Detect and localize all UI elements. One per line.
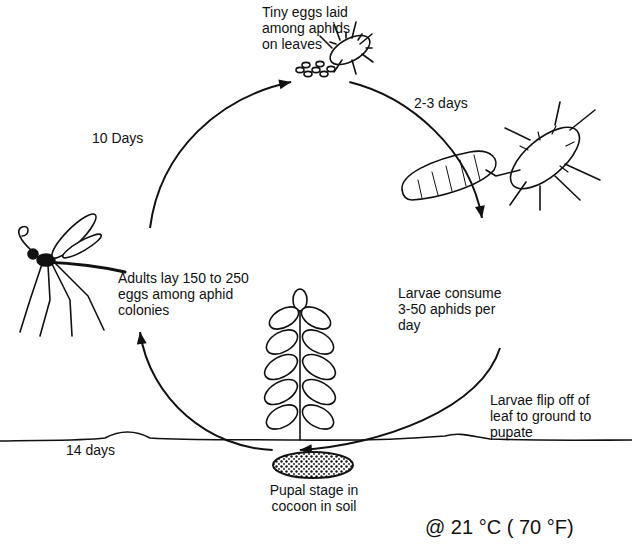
duration-label: 14 days — [66, 442, 146, 458]
plant-leaf — [260, 349, 301, 384]
arrow-head — [278, 80, 291, 90]
midge-abdomen — [45, 262, 125, 272]
prey-aphid-spikes — [520, 126, 574, 172]
midge-leg — [55, 263, 104, 330]
midge-leg — [40, 265, 50, 336]
plant-leaf — [298, 374, 339, 409]
arrow-curve — [300, 348, 500, 450]
arrow-head — [475, 205, 485, 218]
stage-node: Larvae consume 3-50 aphids per day — [395, 218, 545, 348]
plant-leaf — [262, 325, 301, 359]
arrow-curve — [140, 332, 273, 450]
temperature-note: @ 21 °C ( 70 °F) — [425, 515, 574, 539]
midge-leg — [52, 264, 72, 336]
cycle-arrow — [300, 348, 500, 454]
plant-leaf — [298, 325, 337, 359]
plant-leaf — [298, 349, 339, 384]
midge-leg — [20, 264, 42, 332]
arrow-curve — [150, 82, 291, 228]
egg — [316, 61, 324, 66]
cycle-arrow — [150, 80, 291, 228]
duration-label: 10 Days — [92, 130, 172, 146]
prey-aphid-legs — [486, 102, 600, 210]
midge-antenna — [19, 227, 31, 250]
plant-leaf — [260, 374, 301, 409]
cocoon-outline — [273, 452, 353, 478]
duration-label: Larvae flip off of leaf to ground to pup… — [490, 392, 614, 440]
egg — [304, 71, 312, 76]
stage-caption: Tiny eggs laid among aphids on leaves — [262, 4, 362, 52]
egg — [296, 67, 304, 72]
stage-caption: Larvae consume 3-50 aphids per day — [398, 285, 504, 333]
stage-node: Adults lay 150 to 250 eggs among aphid c… — [15, 228, 265, 332]
ground-line — [0, 432, 632, 441]
midge-head — [28, 249, 38, 259]
larva-segments — [418, 155, 480, 198]
stage-caption: Adults lay 150 to 250 eggs among aphid c… — [118, 270, 260, 318]
midge-wing — [60, 231, 103, 262]
plant-leaf — [266, 302, 303, 334]
egg — [320, 71, 328, 76]
egg — [327, 66, 335, 71]
egg — [302, 62, 310, 67]
plant-stem — [299, 300, 301, 440]
stage-node: Tiny eggs laid among aphids on leaves — [262, 2, 374, 82]
larva-body — [402, 151, 496, 200]
stage-caption: Pupal stage in cocoon in soil — [259, 482, 369, 514]
arrow-head — [137, 332, 147, 345]
plant-leaf — [298, 302, 335, 334]
prey-aphid-body — [501, 116, 590, 199]
stage-node: Pupal stage in cocoon in soil — [255, 450, 373, 542]
duration-label: 2-3 days — [414, 95, 494, 111]
plant-leaf — [298, 400, 337, 434]
egg — [312, 67, 320, 72]
cycle-arrow — [137, 332, 273, 450]
plant-leaf — [262, 400, 301, 434]
